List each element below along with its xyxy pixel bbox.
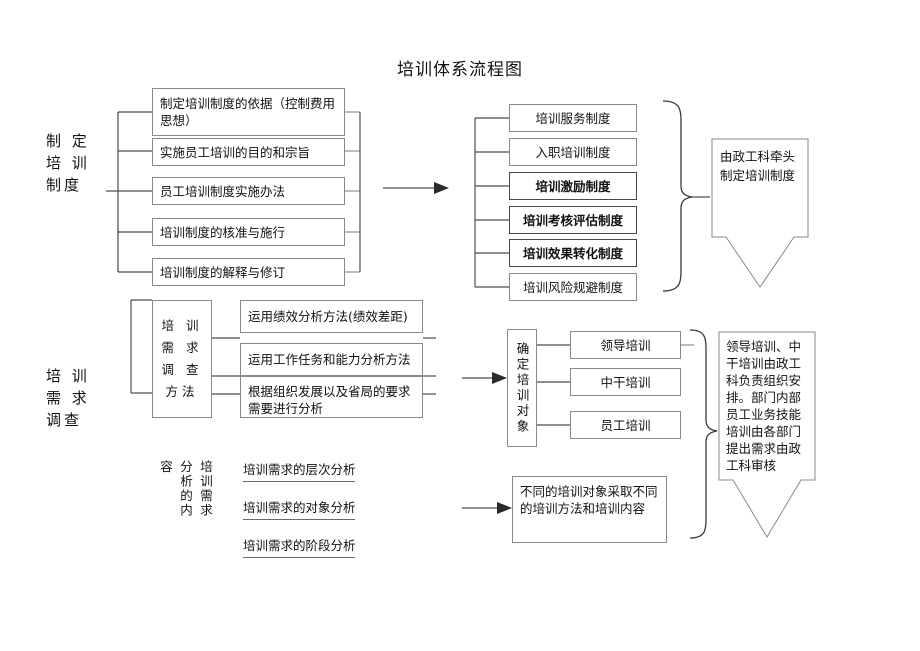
institution-purpose-box[interactable]: 实施员工培训的目的和宗旨 xyxy=(152,138,345,166)
needs-method-performance-box[interactable]: 运用绩效分析方法(绩效差距) xyxy=(240,300,423,333)
brace-institution xyxy=(662,100,693,292)
transfer-system-box[interactable]: 培训效果转化制度 xyxy=(509,239,637,267)
section-label-institution: 制 定 培 训 制度 xyxy=(46,132,90,194)
outcome-institution-text: 由政工科牵头制定培训制度 xyxy=(720,149,796,183)
needs-method-org-box[interactable]: 根据组织发展以及省局的要求需要进行分析 xyxy=(240,376,423,418)
outcome-institution-shape[interactable]: 由政工科牵头制定培训制度 xyxy=(710,137,810,292)
needs-content-item-3: 培训需求的阶段分析 xyxy=(243,535,356,558)
assessment-system-box[interactable]: 培训考核评估制度 xyxy=(509,206,637,234)
target-label-box[interactable]: 确定培训对象 xyxy=(507,329,537,447)
arrow-head-to-target xyxy=(492,372,507,384)
service-system-box[interactable]: 培训服务制度 xyxy=(509,104,637,132)
needs-method-task-box[interactable]: 运用工作任务和能力分析方法 xyxy=(240,343,423,376)
onboarding-system-box[interactable]: 入职培训制度 xyxy=(509,138,637,166)
needs-method-label-box[interactable]: 培 训 需 求 调 查 方法 xyxy=(152,300,212,418)
target-staff-box[interactable]: 员工培训 xyxy=(570,411,681,439)
target-middle-box[interactable]: 中干培训 xyxy=(570,368,681,396)
method-note-box[interactable]: 不同的培训对象采取不同的培训方法和培训内容 xyxy=(512,476,667,543)
target-leader-box[interactable]: 领导培训 xyxy=(570,331,681,359)
institution-implementation-box[interactable]: 员工培训制度实施办法 xyxy=(152,177,345,205)
section-label-needs: 培 训 需 求 调查 xyxy=(46,367,90,429)
outcome-target-text: 领导培训、中干培训由政工科负责组织安排。部门内部员工业务技能培训由各部门提出需求… xyxy=(726,339,802,473)
arrow-head-to-col2 xyxy=(434,182,449,194)
institution-basis-box[interactable]: 制定培训制度的依据（控制费用思想） xyxy=(152,88,345,136)
page-title: 培训体系流程图 xyxy=(397,60,523,80)
risk-system-box[interactable]: 培训风险规避制度 xyxy=(509,273,637,301)
needs-content-vertical-label: 培训需求分析的内容 xyxy=(158,460,213,518)
outcome-target-shape[interactable]: 领导培训、中干培训由政工科负责组织安排。部门内部员工业务技能培训由各部门提出需求… xyxy=(717,330,817,545)
needs-content-item-2: 培训需求的对象分析 xyxy=(243,497,356,520)
institution-approval-box[interactable]: 培训制度的核准与施行 xyxy=(152,218,345,246)
incentive-system-box[interactable]: 培训激励制度 xyxy=(509,172,637,200)
outcome-target-outline xyxy=(718,331,816,538)
brace-target xyxy=(689,329,718,539)
outcome-institution-outline xyxy=(711,138,809,288)
institution-revision-box[interactable]: 培训制度的解释与修订 xyxy=(152,258,345,286)
needs-content-item-1: 培训需求的层次分析 xyxy=(243,459,356,482)
arrow-head-to-method-note xyxy=(497,502,512,514)
